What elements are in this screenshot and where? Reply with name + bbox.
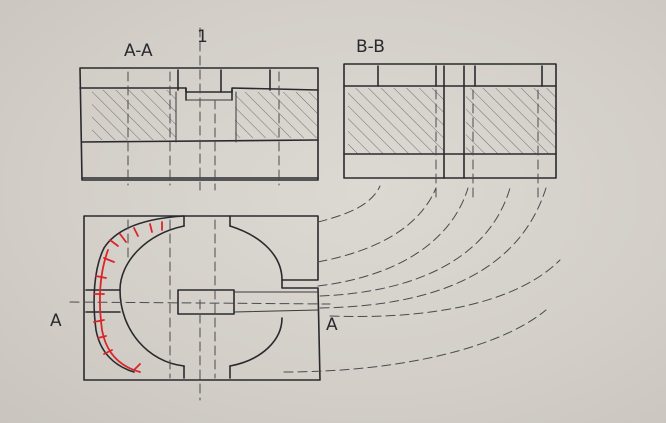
plan-view <box>83 215 321 401</box>
cutting-plane-line <box>69 301 331 305</box>
section-bb-label: B-B <box>356 37 385 57</box>
section-aa-label: A-A <box>124 41 153 61</box>
section-aa-view <box>79 27 319 191</box>
center-mark-label: 1 <box>197 27 208 47</box>
red-marks <box>93 221 163 373</box>
cut-label-right: A <box>326 315 338 335</box>
projection-lines <box>283 185 561 373</box>
cut-label-left: A <box>50 311 62 331</box>
section-bb-view <box>343 63 557 201</box>
